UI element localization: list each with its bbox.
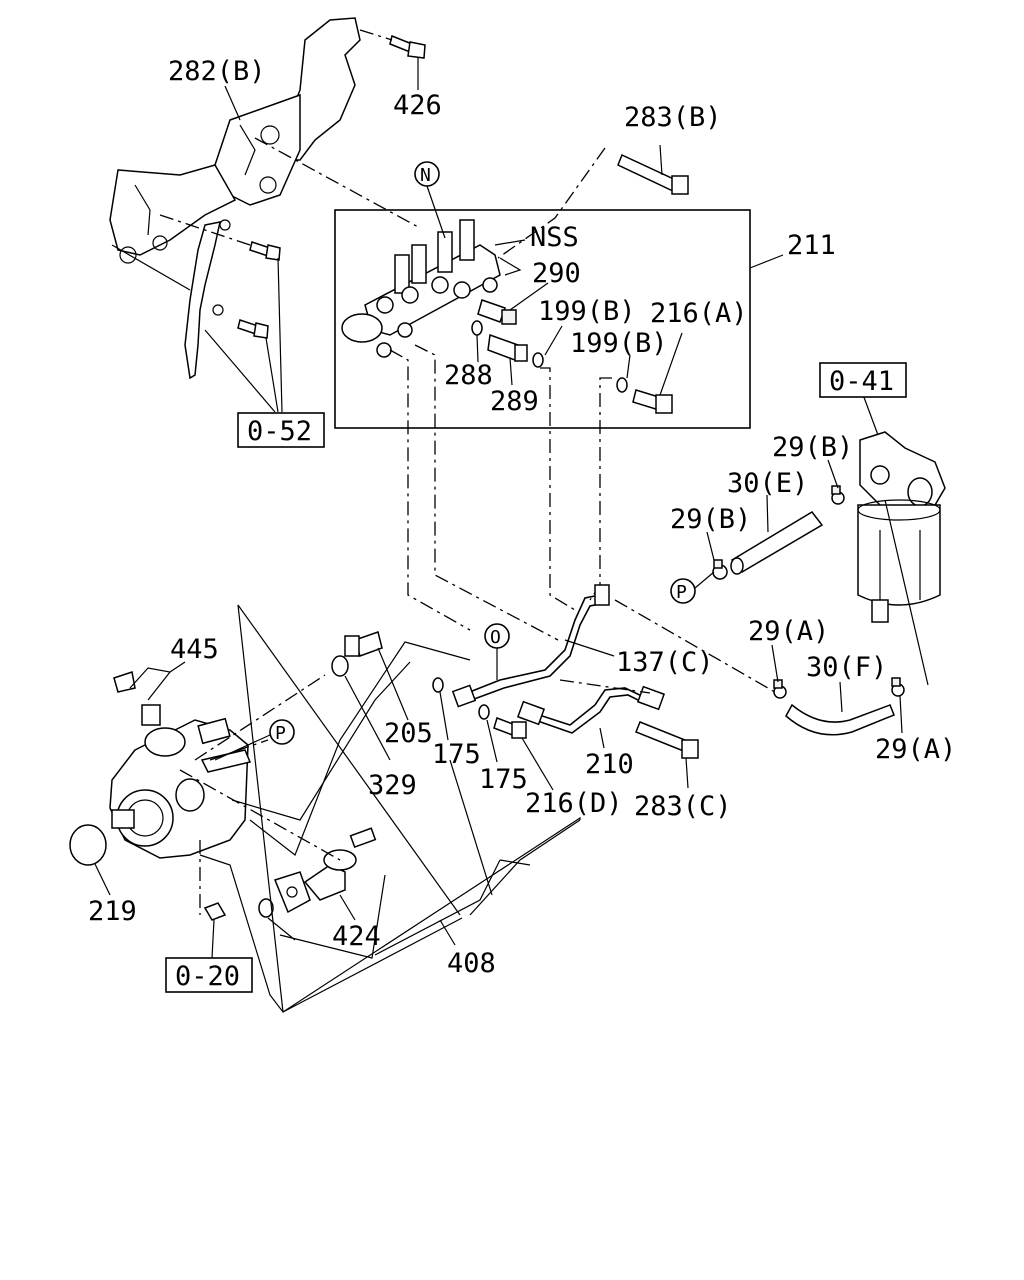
- callout-175-2: 175: [479, 764, 528, 795]
- assembly-frame-211: [334, 209, 751, 429]
- callout-424: 424: [332, 921, 381, 952]
- pipe-137c[interactable]: [451, 584, 610, 708]
- callout-283c: 283(C): [634, 791, 732, 822]
- clamp-29a-1[interactable]: [773, 679, 787, 699]
- washer-288[interactable]: [471, 320, 483, 336]
- bolt-283c[interactable]: [635, 721, 699, 759]
- callout-175-1: 175: [432, 739, 481, 770]
- clamp-29a-2[interactable]: [891, 677, 905, 697]
- callout-290: 290: [532, 258, 581, 289]
- callout-445: 445: [170, 634, 219, 665]
- fitting-445[interactable]: [113, 671, 161, 726]
- supply-pump[interactable]: [109, 717, 252, 859]
- fuel-filter[interactable]: [857, 431, 946, 623]
- bolt-216d[interactable]: [493, 717, 527, 739]
- callout-288: 288: [444, 360, 493, 391]
- fitting-205[interactable]: [344, 631, 383, 657]
- bracket-plate[interactable]: [184, 219, 231, 380]
- valve-289[interactable]: [487, 333, 528, 362]
- callout-211: 211: [787, 230, 836, 261]
- callout-205: 205: [384, 718, 433, 749]
- callout-nss: NSS: [530, 222, 579, 253]
- callout-408: 408: [447, 948, 496, 979]
- bolt-upper[interactable]: [249, 241, 281, 261]
- clamp-29b-1[interactable]: [831, 485, 845, 505]
- bolt-426[interactable]: [389, 34, 426, 59]
- marker-p-left-label: P: [275, 723, 286, 744]
- callout-30e: 30(E): [727, 468, 808, 499]
- washer-199b-2[interactable]: [616, 377, 628, 393]
- callout-210: 210: [585, 749, 634, 780]
- hose-30e[interactable]: [730, 511, 824, 575]
- callout-29b-1: 29(B): [772, 432, 853, 463]
- marker-o-label: O: [490, 627, 501, 648]
- common-rail-211[interactable]: [341, 219, 501, 358]
- callout-216d: 216(D): [525, 788, 623, 819]
- marker-p-right[interactable]: [670, 578, 696, 604]
- callout-219: 219: [88, 896, 137, 927]
- callout-137c: 137(C): [616, 647, 714, 678]
- callout-289: 289: [490, 386, 539, 417]
- callout-282b: 282(B): [168, 56, 266, 87]
- washer-199b-1[interactable]: [532, 352, 544, 368]
- callout-29a-2: 29(A): [875, 734, 956, 765]
- ref-box-0-41[interactable]: [819, 362, 907, 398]
- oring-219[interactable]: [69, 824, 107, 866]
- bolt-216a[interactable]: [632, 389, 673, 414]
- washer-175-2[interactable]: [478, 704, 490, 720]
- bolt-lower[interactable]: [237, 319, 269, 339]
- bolt-283b[interactable]: [617, 153, 689, 195]
- valve-424[interactable]: [274, 827, 377, 914]
- marker-n-label: N: [420, 165, 431, 186]
- ref-box-0-52-label: 0-52: [247, 416, 312, 447]
- marker-p-right-label: P: [676, 582, 687, 603]
- callout-283b: 283(B): [624, 102, 722, 133]
- washer-175-1[interactable]: [432, 677, 444, 693]
- ref-box-0-52[interactable]: [237, 412, 325, 448]
- callout-30f: 30(F): [806, 652, 887, 683]
- ref-box-0-20[interactable]: [165, 957, 253, 993]
- ref-box-0-20-label: 0-20: [175, 961, 240, 992]
- callout-199b-2: 199(B): [570, 328, 668, 359]
- hose-30f[interactable]: [785, 703, 895, 736]
- callout-199b-1: 199(B): [538, 296, 636, 327]
- sensor-290[interactable]: [477, 299, 517, 325]
- oring-424[interactable]: [258, 898, 274, 918]
- bracket-282b[interactable]: [109, 17, 361, 264]
- oring-329[interactable]: [331, 655, 349, 677]
- nut-0-20[interactable]: [203, 902, 227, 921]
- marker-p-left[interactable]: [269, 719, 295, 745]
- clamp-29b-2[interactable]: [712, 559, 728, 580]
- callout-29a-1: 29(A): [748, 616, 829, 647]
- callout-29b-2: 29(B): [670, 504, 751, 535]
- ref-box-0-41-label: 0-41: [829, 366, 894, 397]
- callout-329: 329: [368, 770, 417, 801]
- callout-216a: 216(A): [650, 298, 748, 329]
- callout-426: 426: [393, 90, 442, 121]
